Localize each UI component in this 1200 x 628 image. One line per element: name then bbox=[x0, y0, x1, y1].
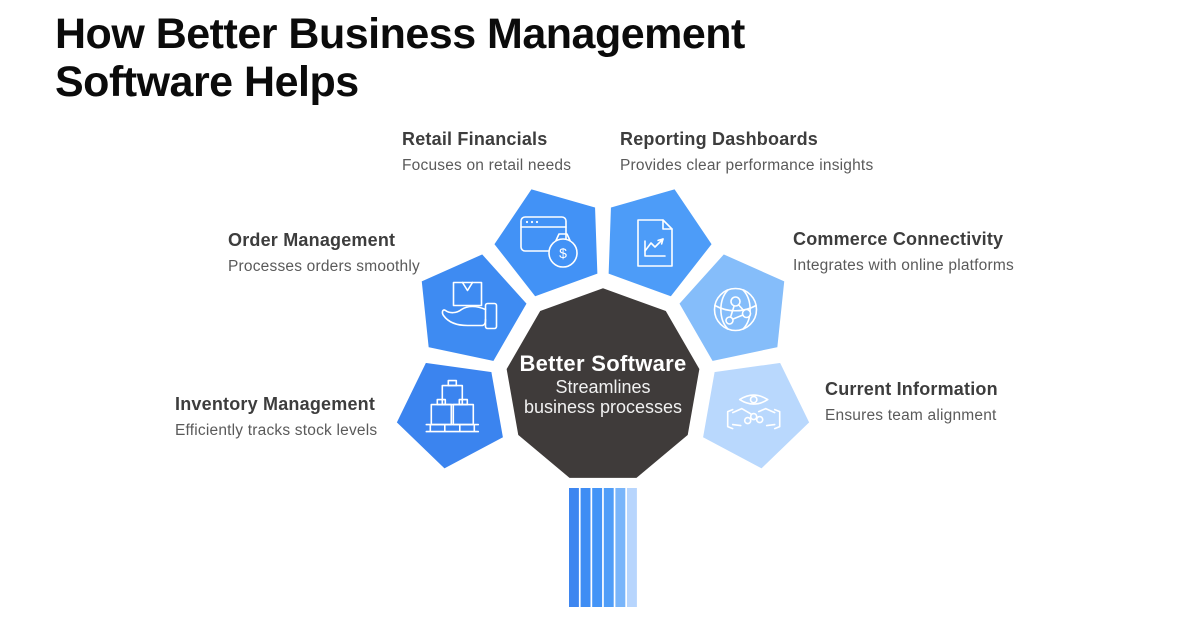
label-reporting-dashboards: Reporting Dashboards Provides clear perf… bbox=[620, 129, 873, 175]
petal-description: Provides clear performance insights bbox=[620, 157, 874, 174]
page-title: How Better Business Management Software … bbox=[55, 10, 745, 106]
browser-money-icon: $ bbox=[520, 216, 578, 268]
center-subtitle-line2: business processes bbox=[523, 397, 683, 417]
center-subtitle-line1: Streamlines bbox=[555, 377, 651, 397]
pallet-boxes-icon bbox=[425, 379, 480, 433]
label-retail-financials: Retail Financials Focuses on retail need… bbox=[402, 129, 571, 175]
stem-stripe bbox=[603, 488, 614, 607]
stem-stripes bbox=[569, 488, 637, 607]
petal-title: Reporting Dashboards bbox=[620, 129, 819, 149]
stem-stripe bbox=[615, 488, 626, 607]
petal-description: Focuses on retail needs bbox=[402, 157, 572, 174]
label-current-information: Current Information Ensures team alignme… bbox=[825, 379, 998, 425]
petal-description: Ensures team alignment bbox=[825, 407, 997, 424]
stem-stripe bbox=[580, 488, 591, 607]
stem-stripe bbox=[569, 488, 579, 607]
petal-shapes bbox=[390, 182, 816, 476]
center-title: Better Software bbox=[519, 351, 687, 376]
label-order-management: Order Management Processes orders smooth… bbox=[228, 230, 420, 276]
petal-description: Integrates with online platforms bbox=[793, 257, 1014, 274]
petal-inventory-management bbox=[390, 356, 510, 476]
center-label: Better Software Streamlines business pro… bbox=[503, 351, 703, 417]
petal-retail-financials bbox=[487, 182, 604, 303]
petal-description: Efficiently tracks stock levels bbox=[175, 422, 378, 439]
label-commerce-connectivity: Commerce Connectivity Integrates with on… bbox=[793, 229, 1014, 275]
eye-handshake-icon bbox=[726, 394, 781, 430]
stem-stripe bbox=[627, 488, 637, 607]
label-inventory-management: Inventory Management Efficiently tracks … bbox=[175, 394, 377, 440]
petal-current-information bbox=[696, 356, 816, 476]
hand-box-icon bbox=[441, 281, 498, 330]
dollar-symbol: $ bbox=[559, 245, 567, 261]
petal-reporting-dashboards bbox=[602, 182, 719, 303]
petal-commerce-connectivity bbox=[672, 247, 791, 368]
petal-order-management bbox=[415, 247, 534, 368]
petal-title: Inventory Management bbox=[175, 394, 376, 414]
petal-title: Retail Financials bbox=[402, 129, 548, 149]
center-nonagon bbox=[500, 282, 706, 484]
stem-stripe bbox=[592, 488, 603, 607]
document-chart-icon bbox=[637, 219, 673, 267]
globe-network-icon bbox=[713, 287, 758, 332]
petal-title: Order Management bbox=[228, 230, 396, 250]
petal-description: Processes orders smoothly bbox=[228, 258, 420, 275]
page-title-line1: How Better Business Management bbox=[55, 10, 745, 58]
petal-title: Commerce Connectivity bbox=[793, 229, 1004, 249]
petal-title: Current Information bbox=[825, 379, 998, 399]
page-title-line2: Software Helps bbox=[55, 58, 359, 106]
